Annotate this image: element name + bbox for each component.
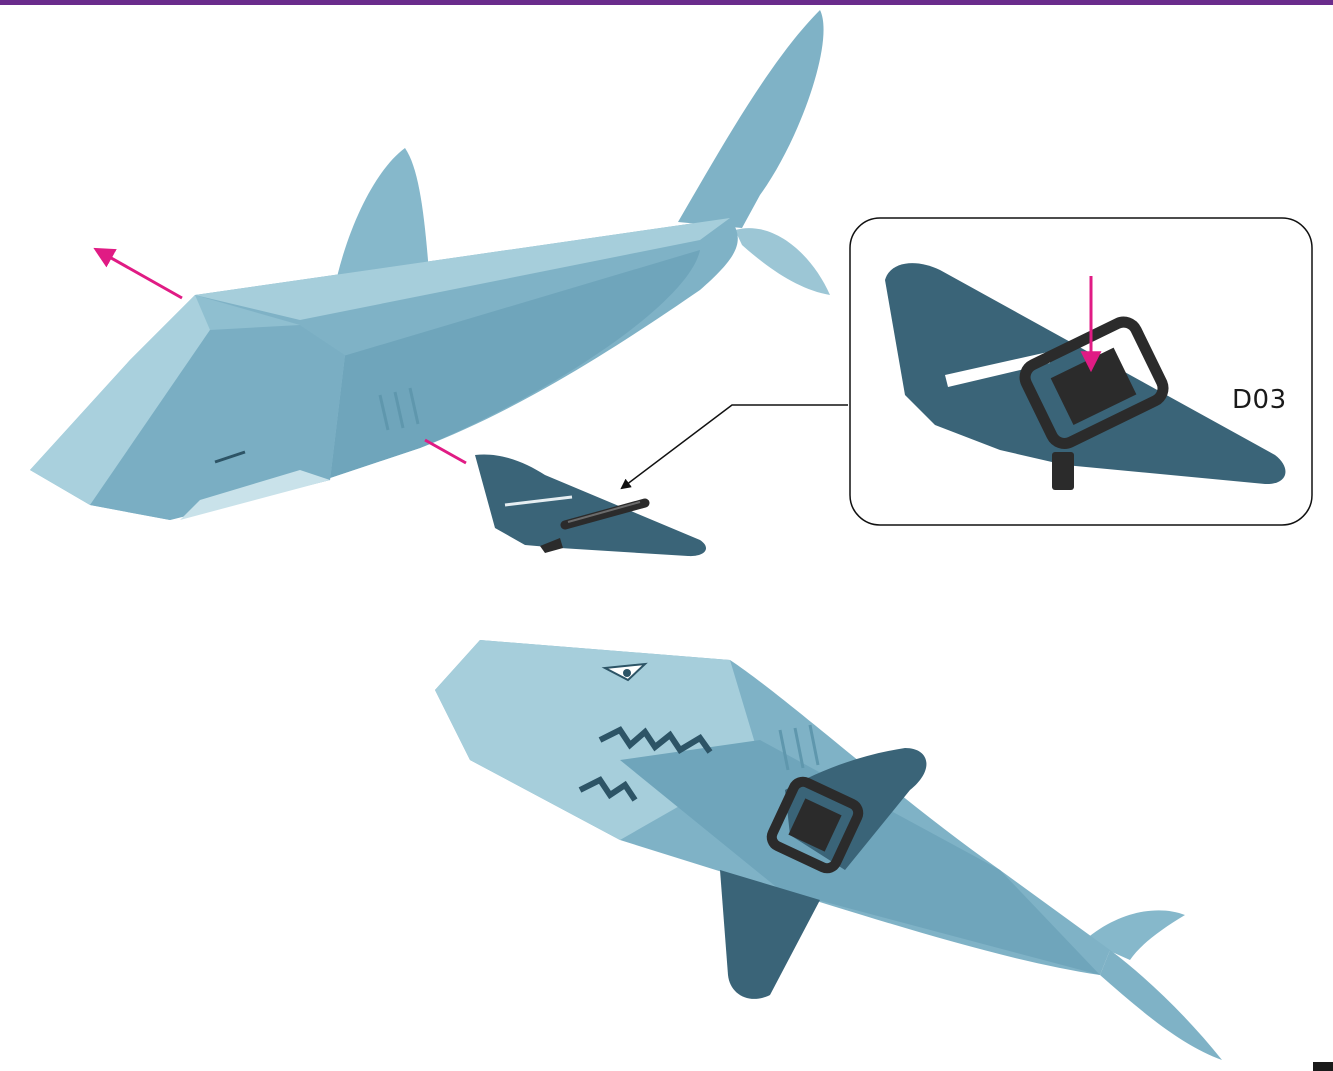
part-code-label: D03 [1232, 385, 1287, 415]
page-corner-mark [1313, 1062, 1333, 1071]
shark-underside-view [435, 640, 1222, 1060]
pectoral-fin-part [425, 440, 706, 556]
